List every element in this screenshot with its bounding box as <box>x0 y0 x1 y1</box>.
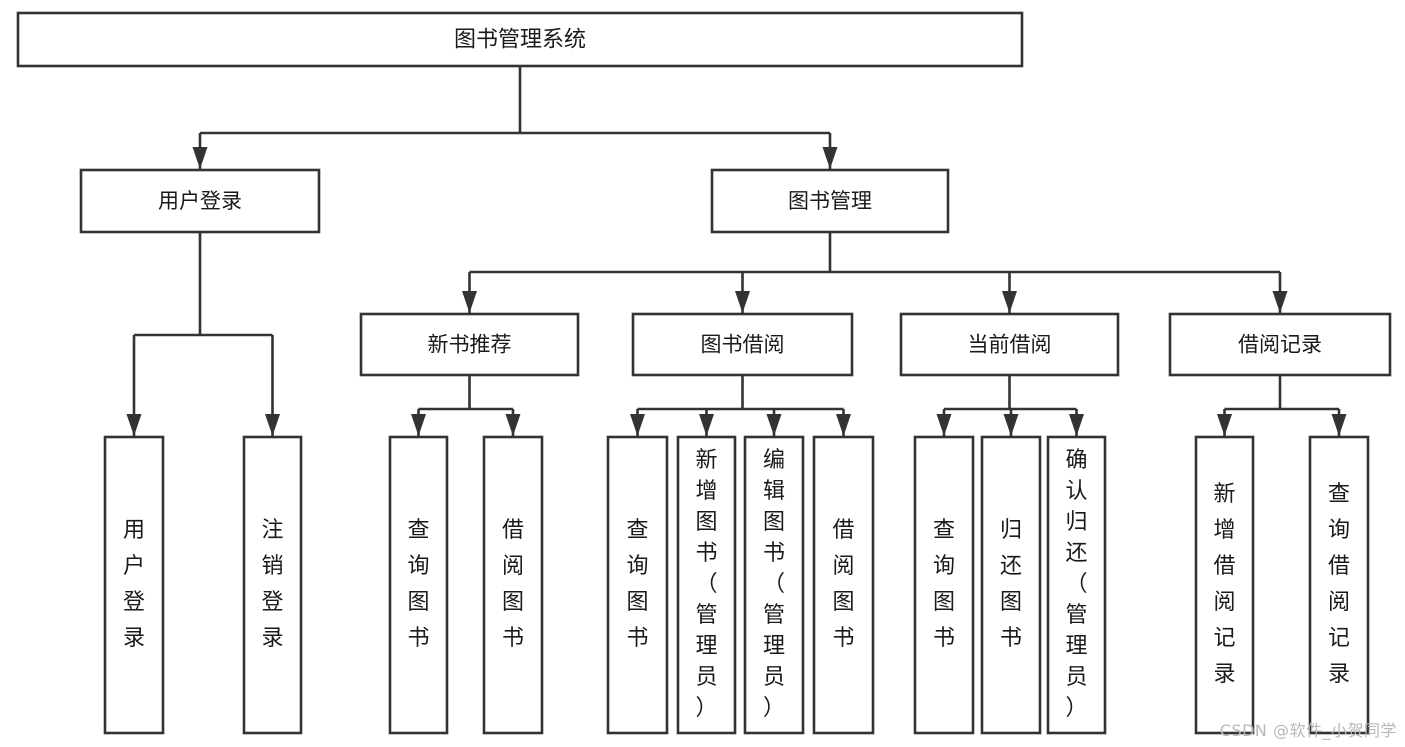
node-leaf-add-borrow-record-label: 新增借阅记录 <box>1213 482 1235 687</box>
node-user-login[interactable]: 用户登录 <box>79 168 321 234</box>
arrow-head-icon <box>411 414 426 436</box>
node-user-login-rect[interactable] <box>79 168 321 234</box>
arrow-head-icon <box>836 414 851 436</box>
node-leaf-query-borrow-record-label: 查询借阅记录 <box>1328 482 1350 687</box>
connectors-layer <box>126 66 1347 436</box>
arrow-head-icon <box>462 291 477 313</box>
node-leaf-add-book-admin-label: 新增图书（管理员） <box>695 448 717 721</box>
node-leaf-query-borrow-record-rect[interactable] <box>1308 435 1370 735</box>
node-root-system[interactable]: 图书管理系统 <box>16 11 1024 68</box>
arrow-head-icon <box>505 414 521 436</box>
node-leaf-confirm-return-admin[interactable]: 确认归还（管理员） <box>1046 435 1107 735</box>
node-leaf-borrow-book-2[interactable]: 借阅图书 <box>812 435 875 735</box>
node-book-management-rect[interactable] <box>710 168 950 234</box>
arrow-head-icon <box>1331 414 1347 436</box>
node-leaf-borrow-book-1-label: 借阅图书 <box>502 518 524 651</box>
arrow-head-icon <box>699 414 714 436</box>
node-leaf-add-book-admin-rect[interactable] <box>676 435 737 735</box>
node-leaf-confirm-return-admin-label: 确认归还（管理员） <box>1065 448 1087 721</box>
node-user-login-label: 用户登录 <box>158 189 242 213</box>
arrow-head-icon <box>1272 291 1288 313</box>
node-leaf-query-book-3-rect[interactable] <box>913 435 975 735</box>
node-book-management-label: 图书管理 <box>788 189 872 213</box>
node-leaf-add-book-admin[interactable]: 新增图书（管理员） <box>676 435 737 735</box>
node-leaf-borrow-book-2-rect[interactable] <box>812 435 875 735</box>
node-leaf-add-borrow-record[interactable]: 新增借阅记录 <box>1194 435 1255 735</box>
node-leaf-return-book-label: 归还图书 <box>1000 518 1022 651</box>
node-leaf-edit-book-admin-rect[interactable] <box>743 435 805 735</box>
node-current-borrow[interactable]: 当前借阅 <box>899 312 1120 377</box>
node-leaf-query-book-1-label: 查询图书 <box>407 518 429 651</box>
node-leaf-user-login-label: 用户登录 <box>123 518 145 651</box>
arrow-head-icon <box>1217 414 1232 436</box>
node-root-system-rect[interactable] <box>16 11 1024 68</box>
node-leaf-query-borrow-record[interactable]: 查询借阅记录 <box>1308 435 1370 735</box>
node-leaf-query-book-3[interactable]: 查询图书 <box>913 435 975 735</box>
node-leaf-edit-book-admin-label: 编辑图书（管理员） <box>763 448 785 721</box>
arrow-head-icon <box>1002 291 1017 313</box>
node-leaf-query-book-3-label: 查询图书 <box>933 518 955 651</box>
arrow-head-icon <box>126 414 142 436</box>
node-book-borrow-label: 图书借阅 <box>701 333 785 357</box>
node-leaf-user-logout-rect[interactable] <box>242 435 303 735</box>
csdn-watermark: CSDN @软件_小贺同学 <box>1219 721 1397 740</box>
node-leaf-query-book-2[interactable]: 查询图书 <box>606 435 669 735</box>
node-leaf-user-logout[interactable]: 注销登录 <box>242 435 303 735</box>
node-new-book-recommend[interactable]: 新书推荐 <box>359 312 580 377</box>
node-leaf-borrow-book-1-rect[interactable] <box>482 435 544 735</box>
node-leaf-query-book-1[interactable]: 查询图书 <box>388 435 449 735</box>
node-leaf-query-book-2-rect[interactable] <box>606 435 669 735</box>
node-leaf-add-borrow-record-rect[interactable] <box>1194 435 1255 735</box>
node-new-book-recommend-rect[interactable] <box>359 312 580 377</box>
arrow-head-icon <box>766 414 782 436</box>
arrow-head-icon <box>936 414 952 436</box>
node-new-book-recommend-label: 新书推荐 <box>428 333 512 357</box>
node-leaf-query-book-1-rect[interactable] <box>388 435 449 735</box>
nodes-layer: 图书管理系统用户登录图书管理新书推荐图书借阅当前借阅借阅记录用户登录注销登录查询… <box>16 11 1392 735</box>
arrow-head-icon <box>192 147 208 169</box>
arrow-head-icon <box>822 147 838 169</box>
node-borrow-record-label: 借阅记录 <box>1238 333 1322 357</box>
node-current-borrow-label: 当前借阅 <box>968 333 1052 357</box>
node-book-borrow[interactable]: 图书借阅 <box>631 312 854 377</box>
node-root-system-label: 图书管理系统 <box>454 28 586 53</box>
arrow-head-icon <box>265 414 280 436</box>
node-leaf-return-book-rect[interactable] <box>980 435 1042 735</box>
node-leaf-user-logout-label: 注销登录 <box>261 518 283 651</box>
node-leaf-query-book-2-label: 查询图书 <box>626 518 648 651</box>
node-borrow-record-rect[interactable] <box>1168 312 1392 377</box>
arrow-head-icon <box>630 414 645 436</box>
node-leaf-confirm-return-admin-rect[interactable] <box>1046 435 1107 735</box>
node-current-borrow-rect[interactable] <box>899 312 1120 377</box>
node-leaf-return-book[interactable]: 归还图书 <box>980 435 1042 735</box>
arrow-head-icon <box>1003 414 1019 436</box>
arrow-head-icon <box>735 291 750 313</box>
node-leaf-borrow-book-2-label: 借阅图书 <box>832 518 854 651</box>
node-leaf-edit-book-admin[interactable]: 编辑图书（管理员） <box>743 435 805 735</box>
node-leaf-borrow-book-1[interactable]: 借阅图书 <box>482 435 544 735</box>
node-book-borrow-rect[interactable] <box>631 312 854 377</box>
node-leaf-user-login[interactable]: 用户登录 <box>103 435 165 735</box>
node-leaf-user-login-rect[interactable] <box>103 435 165 735</box>
node-borrow-record[interactable]: 借阅记录 <box>1168 312 1392 377</box>
arrow-head-icon <box>1069 414 1084 436</box>
node-book-management[interactable]: 图书管理 <box>710 168 950 234</box>
